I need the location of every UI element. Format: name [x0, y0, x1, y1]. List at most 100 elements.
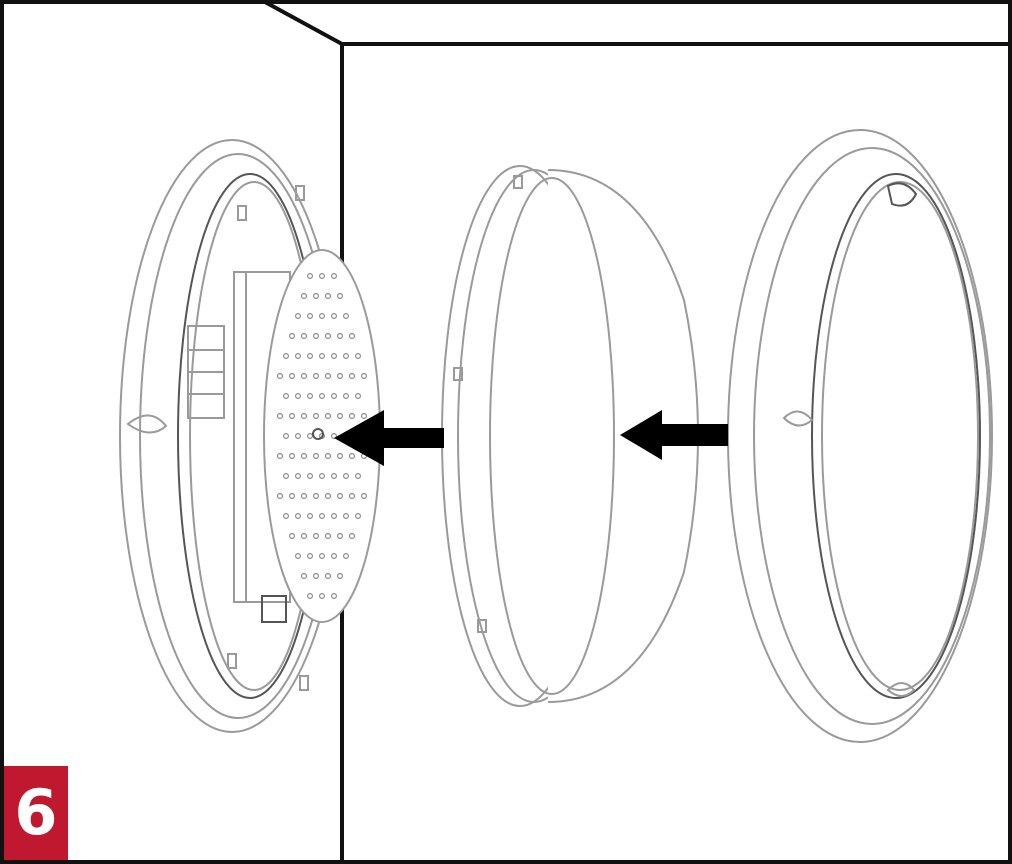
led-dot [301, 293, 308, 300]
led-dot [307, 512, 314, 519]
led-dot [343, 393, 350, 400]
led-dot [331, 353, 338, 360]
led-dot [307, 393, 314, 400]
led-dot [301, 333, 308, 340]
ring-inner [811, 173, 981, 699]
led-dot [295, 512, 302, 519]
led-dot [283, 473, 290, 480]
led-dot [325, 373, 332, 380]
led-dot [307, 552, 314, 559]
led-dot [349, 373, 356, 380]
led-dot [295, 313, 302, 320]
led-dot [295, 393, 302, 400]
led-dot [325, 493, 332, 500]
led-dot [343, 512, 350, 519]
led-dot [313, 453, 320, 460]
led-dot [301, 373, 308, 380]
led-dot [313, 413, 320, 420]
led-dot [277, 493, 284, 500]
led-dot [313, 293, 320, 300]
led-dot [331, 313, 338, 320]
step-number: 6 [14, 776, 58, 849]
led-dot [313, 532, 320, 539]
led-dot [343, 473, 350, 480]
ring-clip-top [886, 182, 918, 207]
led-dot [331, 512, 338, 519]
led-dot [289, 333, 296, 340]
led-dot [307, 592, 314, 599]
led-dot [337, 373, 344, 380]
led-dot [319, 512, 326, 519]
led-dot [325, 413, 332, 420]
led-dot [319, 592, 326, 599]
led-dot [277, 413, 284, 420]
led-dot [331, 393, 338, 400]
led-dot [349, 333, 356, 340]
led-dot [361, 493, 368, 500]
led-dot [319, 313, 326, 320]
led-dot [313, 572, 320, 579]
led-dot [331, 433, 338, 440]
led-dot [331, 273, 338, 280]
led-dot [337, 293, 344, 300]
led-dot [295, 353, 302, 360]
led-dots [277, 273, 368, 599]
diffuser-front-lip [489, 177, 615, 695]
arrow-ring-to-diffuser [620, 410, 728, 460]
ring-outer-2 [753, 147, 991, 725]
led-dot [319, 473, 326, 480]
panel-center-screw [312, 428, 324, 440]
led-dot [289, 453, 296, 460]
ring-inner-2 [821, 181, 979, 691]
led-dot [343, 353, 350, 360]
step-badge-bg [4, 766, 68, 860]
ring-clip-bottom [886, 682, 916, 697]
corner-edge [264, 0, 343, 46]
led-dot [313, 493, 320, 500]
led-dot [325, 293, 332, 300]
led-dot [355, 512, 362, 519]
led-dot [295, 433, 302, 440]
led-dot [295, 473, 302, 480]
led-dot [331, 592, 338, 599]
led-dot [331, 473, 338, 480]
led-dot [289, 373, 296, 380]
led-dot [355, 353, 362, 360]
connector [261, 595, 287, 623]
led-dot [337, 532, 344, 539]
led-dot [295, 552, 302, 559]
led-dot [343, 552, 350, 559]
led-dot [319, 393, 326, 400]
ring-outer [727, 129, 993, 743]
led-dot [349, 493, 356, 500]
led-dot [337, 572, 344, 579]
led-dot [319, 353, 326, 360]
led-dot [307, 273, 314, 280]
led-dot [361, 373, 368, 380]
led-dot [349, 453, 356, 460]
led-dot [283, 512, 290, 519]
led-dot [343, 313, 350, 320]
led-dot [319, 273, 326, 280]
led-dot [289, 413, 296, 420]
led-dot [349, 413, 356, 420]
led-dot [289, 493, 296, 500]
led-dot [337, 493, 344, 500]
led-dot [331, 552, 338, 559]
led-dot [313, 333, 320, 340]
led-dot [337, 453, 344, 460]
led-dot [355, 393, 362, 400]
led-dot [337, 333, 344, 340]
led-dot [289, 532, 296, 539]
led-dot [283, 353, 290, 360]
led-dot [325, 453, 332, 460]
led-dot [307, 473, 314, 480]
led-dot [337, 413, 344, 420]
led-dot [349, 532, 356, 539]
led-dot [301, 572, 308, 579]
led-dot [301, 413, 308, 420]
led-dot [301, 532, 308, 539]
led-dot [301, 453, 308, 460]
led-dot [277, 453, 284, 460]
